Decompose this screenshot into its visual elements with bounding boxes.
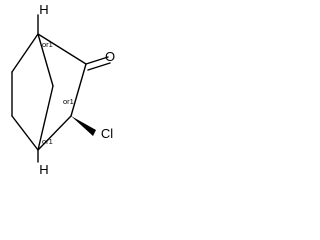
bond-left-ring-bottom [11, 115, 39, 151]
hydrogen-bottom-label: H [39, 162, 48, 177]
stereo-label-middle-carbon: or1 [63, 97, 74, 106]
bond-carbonyl-to-chlorocarbon [70, 63, 87, 117]
bond-c-o-a [85, 56, 109, 65]
bond-chlorocarbon-to-bottom [37, 115, 72, 151]
hydrogen-top-label: H [39, 2, 48, 17]
wedge-bond-chlorine [71, 116, 96, 136]
bond-bridge-top [37, 33, 54, 87]
bond-top-to-carbonyl [37, 33, 87, 65]
chlorine-label: Cl [101, 126, 113, 141]
bond-top-left-ring [11, 33, 39, 73]
bond-c-o-b [87, 62, 111, 71]
stereo-label-top-bridgehead: or1 [42, 40, 53, 49]
oxygen-label: O [105, 49, 115, 64]
chemical-structure: H H O Cl or1 or1 or1 [11, 2, 115, 177]
stereo-label-bottom-bridgehead: or1 [42, 137, 53, 146]
bond-bridge-bottom [37, 85, 54, 151]
